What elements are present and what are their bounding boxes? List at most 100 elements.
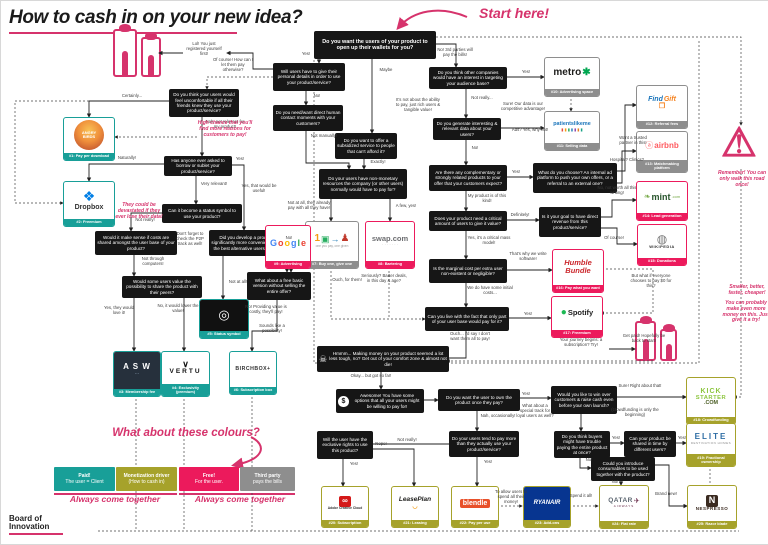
model-caption: #17: Freemium	[552, 329, 602, 337]
model-caption: #3: Membership fee	[114, 388, 160, 396]
edge-label: Naturally!	[117, 155, 137, 160]
decision-text: Awesome! You have some options that all …	[354, 393, 420, 409]
decision-text: Would it make sense if costs are shared …	[97, 235, 175, 251]
decision-text: Would you like to win over customers & r…	[554, 392, 614, 408]
handwritten-note: Start here!	[478, 5, 550, 21]
money-people-icon	[113, 24, 161, 77]
edge-label: Want a trusted partner in this!	[619, 135, 647, 146]
decision-data: Do you generate interesting & relevant d…	[433, 118, 501, 140]
model-caption: #9: Advertising	[266, 260, 310, 268]
edge-label: Okay... but got so far!	[350, 373, 392, 378]
decision-share_peers: Would some users value the possibility t…	[122, 276, 202, 298]
edge-label: Yes!	[521, 391, 531, 396]
edge-label: Not really...	[471, 95, 493, 100]
decision-subsidized: Do you want to offer a subsidized servic…	[335, 133, 397, 159]
logo-card-metro: metro✱#10: Advertising space	[544, 57, 600, 97]
spotify-logo: ●Spotify	[560, 307, 594, 318]
edge-label: Yes!	[235, 156, 245, 161]
decision-exclusive: Will the user have the exclusive rights …	[317, 431, 373, 459]
legend-chip: Free!For the user.	[179, 467, 239, 491]
logo-card-adobe: ∞Adobe Creative Cloud#20: Subscription	[321, 486, 369, 528]
logo-card-qatar: QATAR✈AIRWAYS#24: Flat rate	[599, 485, 649, 529]
model-caption: #1: Pay per download	[64, 152, 114, 160]
edge-label: Hospital? Clinics?	[609, 157, 645, 162]
edge-label: Yes!	[523, 311, 533, 316]
decision-partpay: Can you live with the fact that only par…	[425, 307, 509, 331]
money-person-icon	[141, 32, 161, 77]
handwritten-note: Always come together	[194, 494, 286, 504]
decision-uncomfortable: Do you think your users would feel uncom…	[169, 89, 239, 117]
handwritten-note: Smaller, better, faster, cheaper!	[728, 284, 766, 296]
model-caption: #14: Lead generation	[637, 212, 687, 220]
legend-underline	[54, 493, 177, 495]
edge-label: Yes!	[677, 435, 687, 440]
handwritten-note: You can probably make even more money on…	[722, 300, 768, 324]
brand-underline	[9, 533, 63, 535]
decision-goal: Is it your goal to have direct revenue f…	[539, 207, 601, 237]
handwritten-note: High chance that you'll find more reason…	[197, 120, 253, 138]
edge-label: No!	[313, 93, 321, 98]
model-caption: #4: Exclusivity (premium)	[162, 384, 209, 396]
edge-label: Spend it all!	[569, 493, 593, 498]
decision-text: Can it become a status symbol to use you…	[168, 208, 236, 219]
edge-label: Seriously? Barter deals, in this day & a…	[361, 273, 407, 284]
decision-text: Do you need/want direct human contact mo…	[275, 110, 341, 126]
edge-label: No!	[611, 479, 619, 484]
decision-winover: Would you like to win over customers & r…	[551, 386, 617, 414]
decision-text: Do you think buyers might have trouble p…	[556, 433, 608, 455]
decision-awesome: $Awesome! You have some options that all…	[336, 389, 424, 413]
model-caption: #19: Fractional ownership	[687, 454, 735, 466]
handwritten-note: They could be devastated if they ever lo…	[115, 202, 163, 220]
onelaptop-logo: 1▣→♟one you pay, one given	[314, 233, 350, 248]
model-caption: #20: Subscription	[322, 519, 368, 527]
edge-label: Brand new!	[655, 491, 677, 496]
decision-text: Are there any complementary or strongly …	[433, 170, 503, 186]
decision-personal: Will users have to give their personal d…	[273, 63, 345, 91]
logo-card-asw: A S W···#3: Membership fee	[113, 351, 161, 397]
edge-label: Yes, that would be useful!	[241, 183, 277, 194]
legend-underline	[179, 493, 295, 495]
decision-once: Do you want the user to own the product …	[438, 389, 520, 411]
model-caption: #12: Referral fees	[637, 120, 687, 128]
brand-logo: Board of Innovation	[9, 514, 49, 532]
blendle-logo: blendle	[452, 487, 498, 520]
connector-line	[597, 197, 637, 218]
decision-text: Would some users value the possibility t…	[126, 279, 198, 295]
edge-label: Sounds like a possibility!	[259, 323, 285, 334]
decision-nonmonetary: Do your users have non-monetary resource…	[319, 169, 407, 199]
edge-label: Of course!	[604, 235, 624, 240]
edge-label: Nah, not relevant for my product!	[205, 119, 245, 130]
decision-text: Do you want the user to own the product …	[446, 394, 512, 405]
model-caption: #11: Selling data	[545, 142, 599, 150]
decision-text: Do you want to offer a subsidized servic…	[337, 138, 395, 154]
asw-logo: A S W···	[114, 352, 160, 389]
decision-text: Will users have to give their personal d…	[277, 69, 341, 85]
decision-text: Hmmm... Making money on your product see…	[329, 351, 447, 367]
decision-text: What do you choose? An internal ad platf…	[536, 170, 613, 186]
edge-label: Your journey begins: a subscription? Try…	[559, 337, 603, 348]
emblem-logo: ◎	[200, 300, 248, 331]
legend-chip: Paid!The user = Client	[54, 467, 115, 491]
edge-label: Lol! You just registered yourself first!	[186, 41, 222, 57]
vertu-logo: ∨VERTU	[169, 358, 202, 376]
edge-label: No!	[585, 457, 593, 462]
swap-logo: swap.com· · · · · · ·	[371, 234, 409, 248]
model-caption: #10: Advertising space	[545, 88, 599, 96]
handdrawn-arrow	[396, 9, 468, 31]
leaseplan-logo: LeasePlan◡	[398, 495, 432, 510]
edge-label: It's not about the ability to pay, just …	[395, 97, 441, 113]
edge-label: No!	[285, 235, 293, 240]
edge-label: Yes!	[521, 69, 531, 74]
edge-label: Yes, they would love it!	[104, 305, 134, 316]
logo-card-emblem: ◎#5: Status symbol	[199, 299, 249, 339]
dropbox-logo: ❖Dropbox	[74, 188, 104, 211]
edge-label: Yes!	[611, 435, 621, 440]
page-title: How to cash in on your new idea?	[9, 7, 303, 28]
